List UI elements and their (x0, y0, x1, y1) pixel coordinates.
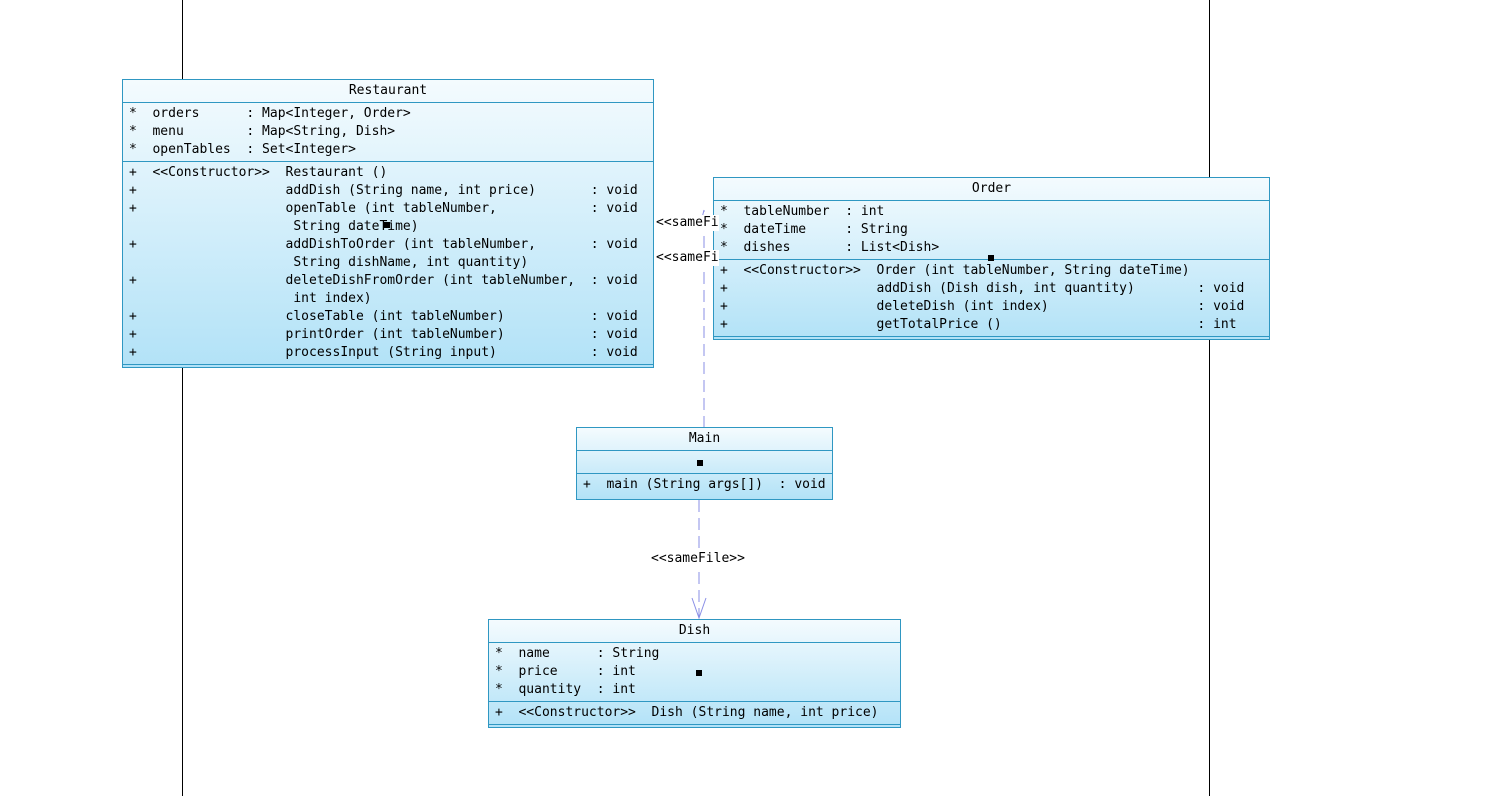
class-order[interactable]: Order * tableNumber : int * dateTime : S… (713, 177, 1270, 340)
fields-section: * name : String * price : int * quantity… (489, 643, 900, 702)
class-title: Order (714, 178, 1269, 201)
methods-section: + <<Constructor>> Restaurant () + addDis… (123, 162, 653, 365)
methods-list: + <<Constructor>> Dish (String name, int… (495, 705, 879, 720)
lifeline-left (182, 0, 183, 796)
class-title: Main (577, 428, 832, 451)
methods-section: + main (String args[]) : void (577, 474, 832, 496)
fields-section: * orders : Map<Integer, Order> * menu : … (123, 103, 653, 162)
edge-label-main-restaurant: <<sameFi (656, 215, 719, 231)
lifeline-right (1209, 0, 1210, 796)
class-main[interactable]: Main + main (String args[]) : void (576, 427, 833, 500)
class-dish[interactable]: Dish * name : String * price : int * qua… (488, 619, 901, 728)
selection-handle[interactable] (697, 460, 703, 466)
selection-handle[interactable] (696, 670, 702, 676)
fields-section (577, 451, 832, 474)
selection-handle[interactable] (988, 255, 994, 261)
class-title: Dish (489, 620, 900, 643)
fields-section: * tableNumber : int * dateTime : String … (714, 201, 1269, 260)
class-restaurant[interactable]: Restaurant * orders : Map<Integer, Order… (122, 79, 654, 368)
methods-list: + <<Constructor>> Restaurant () + addDis… (129, 165, 638, 360)
fields-list: * tableNumber : int * dateTime : String … (720, 204, 940, 255)
selection-handle[interactable] (384, 222, 390, 228)
arrowhead-dish (691, 597, 707, 620)
class-title: Restaurant (123, 80, 653, 103)
methods-section: + <<Constructor>> Order (int tableNumber… (714, 260, 1269, 337)
edge-label-main-dish: <<sameFile>> (651, 551, 745, 567)
methods-list: + <<Constructor>> Order (int tableNumber… (720, 263, 1245, 332)
methods-list: + main (String args[]) : void (583, 477, 826, 492)
fields-list: * name : String * price : int * quantity… (495, 646, 660, 697)
edge-label-main-order: <<sameFi (656, 250, 719, 266)
methods-section: + <<Constructor>> Dish (String name, int… (489, 702, 900, 725)
fields-list: * orders : Map<Integer, Order> * menu : … (129, 106, 411, 157)
